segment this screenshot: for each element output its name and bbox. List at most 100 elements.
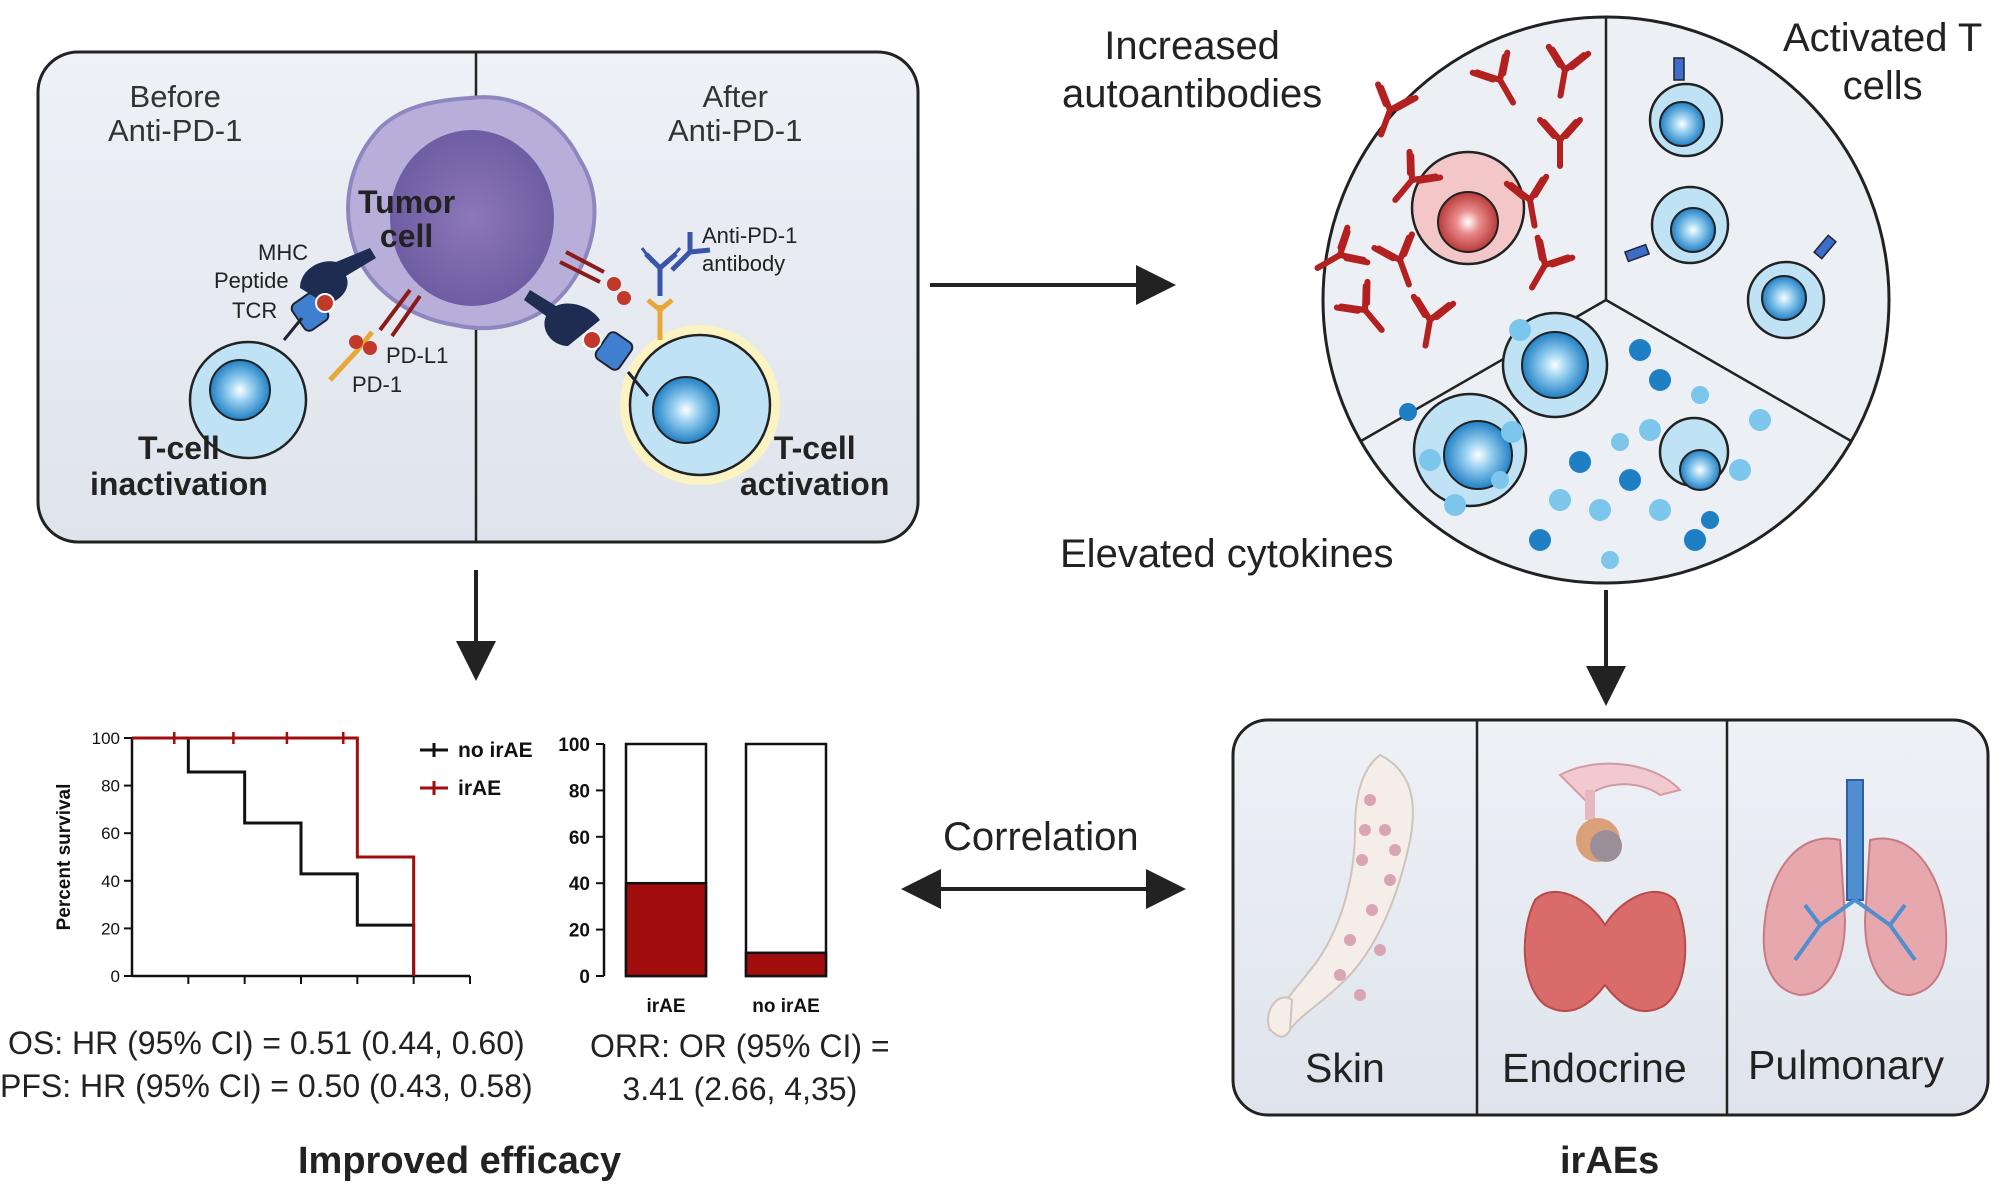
bar-category-label: no irAE xyxy=(752,996,820,1017)
km-series-line xyxy=(132,736,416,976)
autoantibody-icon xyxy=(1371,231,1415,288)
cytokine-dot xyxy=(1509,319,1531,341)
autoantibodies-line2: autoantibodies xyxy=(1062,72,1323,116)
rash-spot xyxy=(1389,844,1401,856)
km-y-tick-label: 60 xyxy=(101,824,120,843)
before-drug: Anti-PD-1 xyxy=(108,113,243,148)
orr-line2: 3.41 (2.66, 4,35) xyxy=(622,1071,858,1107)
rash-spot xyxy=(1354,989,1366,1001)
cytokine-dot xyxy=(1419,449,1441,471)
cytokine-dot xyxy=(1501,421,1523,443)
endocrine-illustration xyxy=(1523,762,1687,1012)
peptide-label: Peptide xyxy=(214,268,289,293)
autoantibodies-sector xyxy=(1314,43,1592,349)
cytokine-dot xyxy=(1684,529,1706,551)
after-anti-pd1-label: After Anti-PD-1 xyxy=(668,80,802,148)
rash-spot xyxy=(1344,934,1356,946)
km-y-tick-label: 40 xyxy=(101,872,120,891)
autoantibodies-line1: Increased xyxy=(1104,24,1280,68)
activated-t-cells-label: Activated T cells xyxy=(1783,14,1982,110)
cytokine-dot xyxy=(1639,419,1661,441)
cytokine-dot xyxy=(1399,403,1417,421)
autoantibody-icon xyxy=(1333,278,1385,333)
cytokine-dot xyxy=(1601,551,1619,569)
autoantibody-icon xyxy=(1410,293,1457,349)
rash-spot xyxy=(1384,874,1396,886)
autoantibody-icon xyxy=(1314,224,1371,271)
t-cell-inactive xyxy=(188,248,422,460)
activated-line2: cells xyxy=(1842,64,1923,108)
pd-l1-label: PD-L1 xyxy=(386,343,449,368)
cytokine-dot xyxy=(1619,469,1641,491)
activated-t-cells-sector xyxy=(1623,57,1837,340)
tumor-cell-label: Tumor cell xyxy=(358,185,455,253)
km-y-tick-label: 80 xyxy=(101,777,120,796)
autoantibody-icon xyxy=(1529,234,1576,291)
autoantibodies-label: Increased autoantibodies xyxy=(1062,22,1322,118)
cytokines-label: Elevated cytokines xyxy=(1060,532,1394,576)
cytokine-dot xyxy=(1729,459,1751,481)
bar-y-tick-label: 100 xyxy=(558,735,590,756)
mhc-label: MHC xyxy=(258,240,309,265)
os-stat: OS: HR (95% CI) = 0.51 (0.44, 0.60) xyxy=(8,1025,525,1061)
cytokine-dot xyxy=(1491,471,1509,489)
activation-tcell-word: T-cell xyxy=(773,430,856,466)
tumor-word: Tumor xyxy=(358,184,456,220)
cytokine-dot xyxy=(1691,386,1709,404)
km-legend-label: no irAE xyxy=(458,739,533,762)
km-y-tick-label: 0 xyxy=(111,967,120,986)
anti-pd1-antibody-label: Anti-PD-1 antibody xyxy=(702,222,797,278)
orr-stat: ORR: OR (95% CI) = 3.41 (2.66, 4,35) xyxy=(590,1025,890,1111)
cell-word: cell xyxy=(379,218,434,254)
cytokine-dot xyxy=(1611,433,1629,451)
bar-y-tick-label: 40 xyxy=(569,874,590,895)
cytokine-dot xyxy=(1569,451,1591,473)
pulmonary-illustration xyxy=(1762,779,1948,997)
after-drug: Anti-PD-1 xyxy=(668,113,803,148)
cytokines-sector xyxy=(1399,311,1771,569)
tumor-cell xyxy=(346,95,597,330)
before-anti-pd1-label: Before Anti-PD-1 xyxy=(108,80,242,148)
autoantibody-icon xyxy=(1545,43,1592,99)
inactivation-word: inactivation xyxy=(90,466,268,502)
cytokine-dot xyxy=(1649,499,1671,521)
before-line: Before xyxy=(129,79,221,114)
rash-spot xyxy=(1374,944,1386,956)
autoantibody-icon xyxy=(1537,117,1583,169)
arrows xyxy=(456,265,1626,909)
pd-1-label: PD-1 xyxy=(352,372,403,397)
bar-response xyxy=(624,881,708,978)
km-y-tick-label: 100 xyxy=(92,729,120,748)
km-y-label: Percent survival xyxy=(54,784,75,931)
tcell-activation-label: T-cell activation xyxy=(740,430,889,502)
rash-spot xyxy=(1334,969,1346,981)
km-y-tick-label: 20 xyxy=(101,919,120,938)
cytokine-dot xyxy=(1649,369,1671,391)
cytokine-dot xyxy=(1629,339,1651,361)
cytokine-dot xyxy=(1589,499,1611,521)
autoantibody-icon xyxy=(1469,49,1516,106)
orr-line1: ORR: OR (95% CI) = xyxy=(590,1028,890,1064)
antibody-word: antibody xyxy=(702,251,786,276)
tcr-label: TCR xyxy=(232,298,278,323)
immune-effects-circle xyxy=(1314,15,1891,585)
organ-skin-label: Skin xyxy=(1305,1045,1385,1091)
rash-spot xyxy=(1356,854,1368,866)
activated-line1: Activated T xyxy=(1783,16,1983,60)
rash-spot xyxy=(1366,904,1378,916)
anti-pd1-word: Anti-PD-1 xyxy=(702,223,798,248)
inactivation-tcell-word: T-cell xyxy=(138,430,220,466)
cytokine-dot xyxy=(1749,409,1771,431)
km-legend-label: irAE xyxy=(458,777,501,800)
autoantibody-icon xyxy=(1375,81,1419,138)
autoantibody-icon xyxy=(1503,173,1550,229)
bar-category-label: irAE xyxy=(646,996,685,1017)
rash-spot xyxy=(1359,824,1371,836)
bar-total xyxy=(744,742,828,978)
km-series-line xyxy=(132,736,416,976)
cytokine-dot xyxy=(1549,489,1571,511)
t-cell-active xyxy=(524,232,780,485)
